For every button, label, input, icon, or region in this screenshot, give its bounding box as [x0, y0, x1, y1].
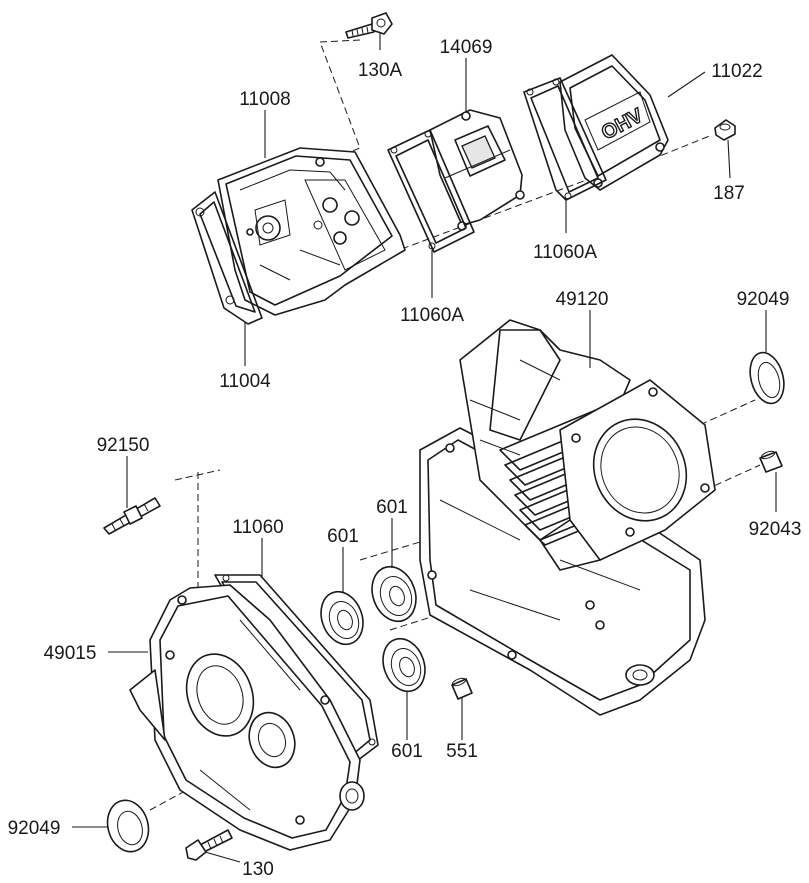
leader-lines	[72, 32, 777, 863]
label-130A: 130A	[358, 60, 403, 81]
label-130: 130	[242, 859, 274, 880]
bolt-130	[185, 829, 233, 861]
label-11060: 11060	[232, 517, 283, 538]
rocker-cover-11022: OHV	[559, 54, 669, 191]
label-601-a: 601	[327, 526, 359, 547]
label-187: 187	[713, 183, 745, 204]
gasket-11060A-right	[523, 77, 607, 201]
bolt-130A	[345, 12, 393, 39]
label-49015: 49015	[44, 643, 97, 664]
gasket-11060A-mid	[387, 129, 475, 253]
cylinder-head-11008	[217, 147, 406, 316]
oil-seal-92049-top	[749, 351, 785, 405]
plug-187	[714, 119, 736, 141]
label-601-b: 601	[376, 497, 408, 518]
crankcase-cover-49015	[129, 584, 365, 851]
label-92150: 92150	[97, 435, 150, 456]
label-11022: 11022	[711, 61, 762, 82]
stud-92150	[103, 497, 161, 535]
bearing-601-c	[382, 637, 426, 693]
label-14069: 14069	[440, 37, 493, 58]
part-labels: 130A 14069 11022 11008 187 11060A 11060A…	[8, 37, 802, 880]
oil-seal-92049-bottom	[106, 799, 150, 853]
bearing-601-a	[320, 590, 364, 646]
label-92043: 92043	[749, 519, 802, 540]
label-551: 551	[446, 741, 478, 762]
label-49120: 49120	[556, 289, 609, 310]
label-601-c: 601	[391, 741, 423, 762]
breather-cover-14069	[429, 109, 525, 231]
label-92049-top: 92049	[737, 289, 790, 310]
crankcase-49120	[419, 319, 716, 716]
dowel-551	[451, 677, 473, 700]
label-11008: 11008	[239, 89, 290, 110]
label-11004: 11004	[219, 371, 271, 392]
label-11060A-right: 11060A	[533, 242, 597, 263]
head-gasket-11004	[191, 191, 263, 325]
pin-92043	[759, 450, 783, 473]
label-11060A-mid: 11060A	[400, 305, 464, 326]
label-92049-bottom: 92049	[8, 818, 61, 839]
bearing-601-b	[371, 565, 417, 623]
